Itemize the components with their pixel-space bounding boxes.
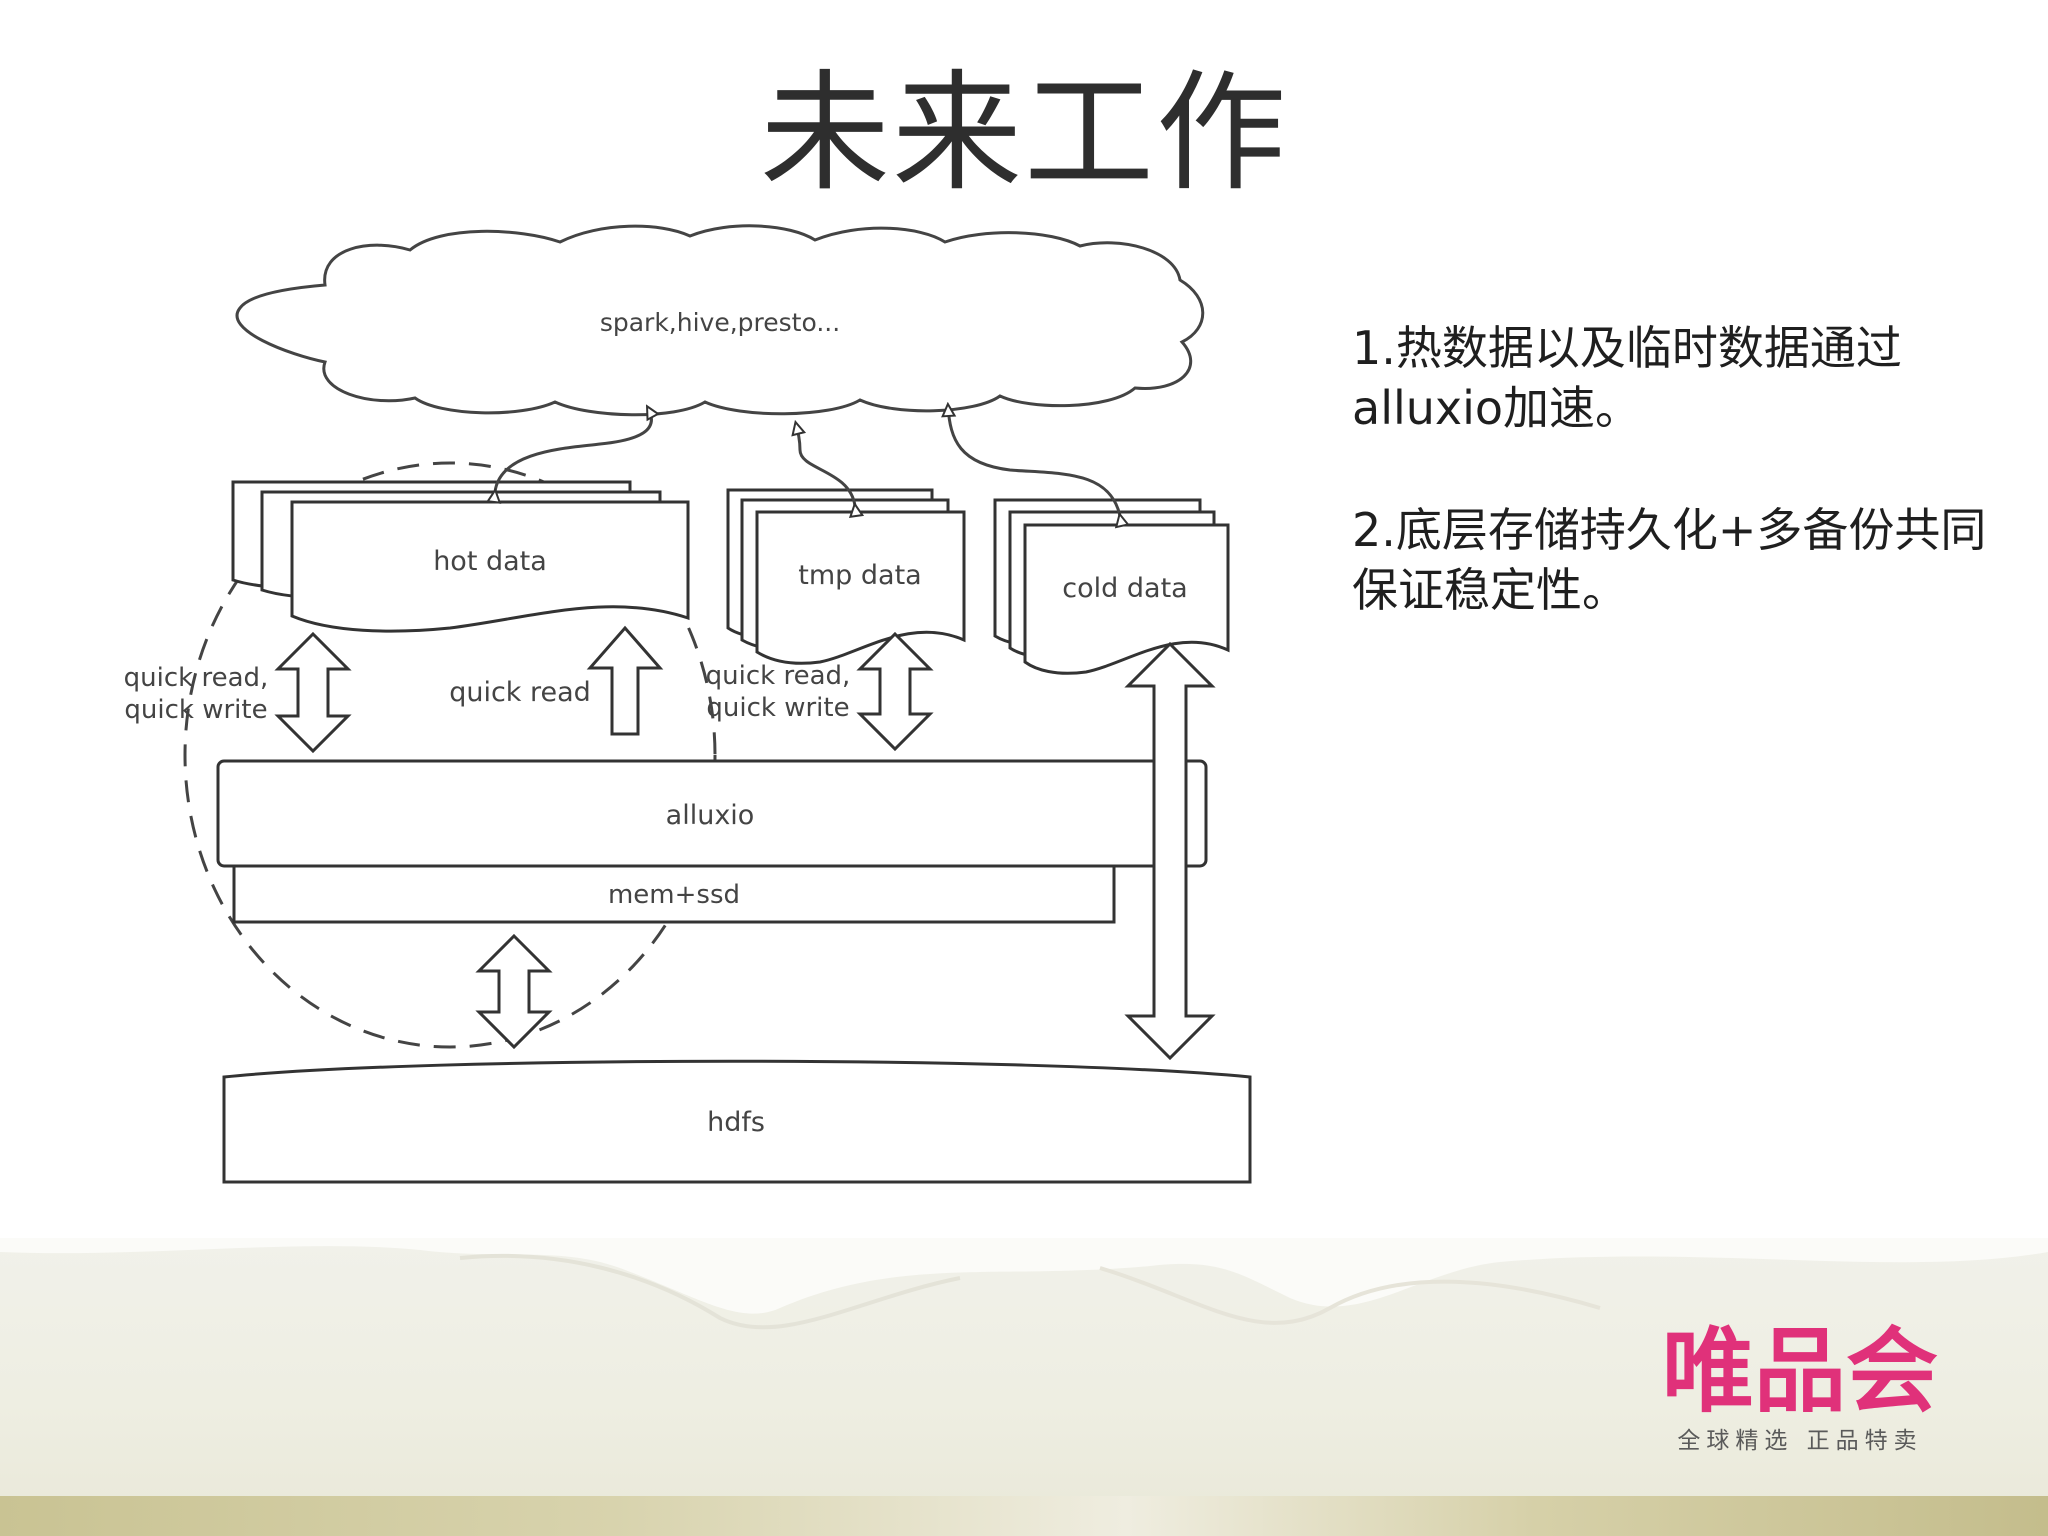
cold-data-label: cold data [1062, 573, 1187, 604]
hot-path-boundary [183, 461, 717, 1049]
compute-cloud [235, 224, 1205, 417]
hot-cloud-connector [495, 408, 651, 492]
cold-data-stack [993, 498, 1230, 675]
hot-data-label: hot data [433, 546, 547, 577]
hot-data-stack [231, 480, 690, 633]
footer-background-shape [0, 1238, 2048, 1330]
hot-rw-label-1: quick read, [124, 663, 269, 693]
hot-rw-label-2: quick write [124, 695, 267, 725]
tmp-rw-label-1: quick read, [706, 661, 851, 691]
hdfs-label: hdfs [707, 1107, 765, 1138]
tmp-data-label: tmp data [798, 560, 921, 591]
tmp-rw-arrow [856, 631, 934, 752]
notes-panel: 1.热数据以及临时数据通过alluxio加速。 2.底层存储持久化+多备份共同保… [1352, 318, 2012, 682]
hdfs-storage [222, 1059, 1252, 1184]
logo-slogan: 全球精选 正品特卖 [1677, 1428, 1923, 1454]
note-persistence-stability: 2.底层存储持久化+多备份共同保证稳定性。 [1352, 503, 1987, 617]
hot-rw-arrow [274, 631, 352, 754]
logo-name: 唯品会 [1661, 1318, 1938, 1425]
note-hot-tmp-acceleration: 1.热数据以及临时数据通过alluxio加速。 [1352, 321, 1902, 435]
tmp-rw-label-2: quick write [706, 693, 849, 723]
footer-band [0, 1238, 2048, 1536]
hot-read-arrow [586, 625, 664, 736]
tmp-data-stack [726, 488, 966, 665]
mem-ssd-label: mem+ssd [608, 880, 740, 910]
cold-cloud-connector [948, 406, 1120, 516]
cold-hdfs-arrow [1124, 641, 1216, 1061]
cloud-label: spark,hive,presto... [600, 308, 840, 337]
alluxio-label: alluxio [666, 800, 755, 831]
hot-read-label: quick read [449, 677, 591, 708]
footer-strip [0, 1496, 2048, 1536]
architecture-diagram: spark,hive,presto... hot data tmp data c… [124, 224, 1252, 1184]
tmp-cloud-connector [796, 424, 855, 506]
mem-hdfs-arrow [475, 933, 553, 1050]
vipshop-logo: 唯品会 全球精选 正品特卖 [1662, 1322, 1938, 1456]
mem-ssd-box [232, 864, 1116, 924]
slide-title: 未来工作 [759, 57, 1288, 209]
